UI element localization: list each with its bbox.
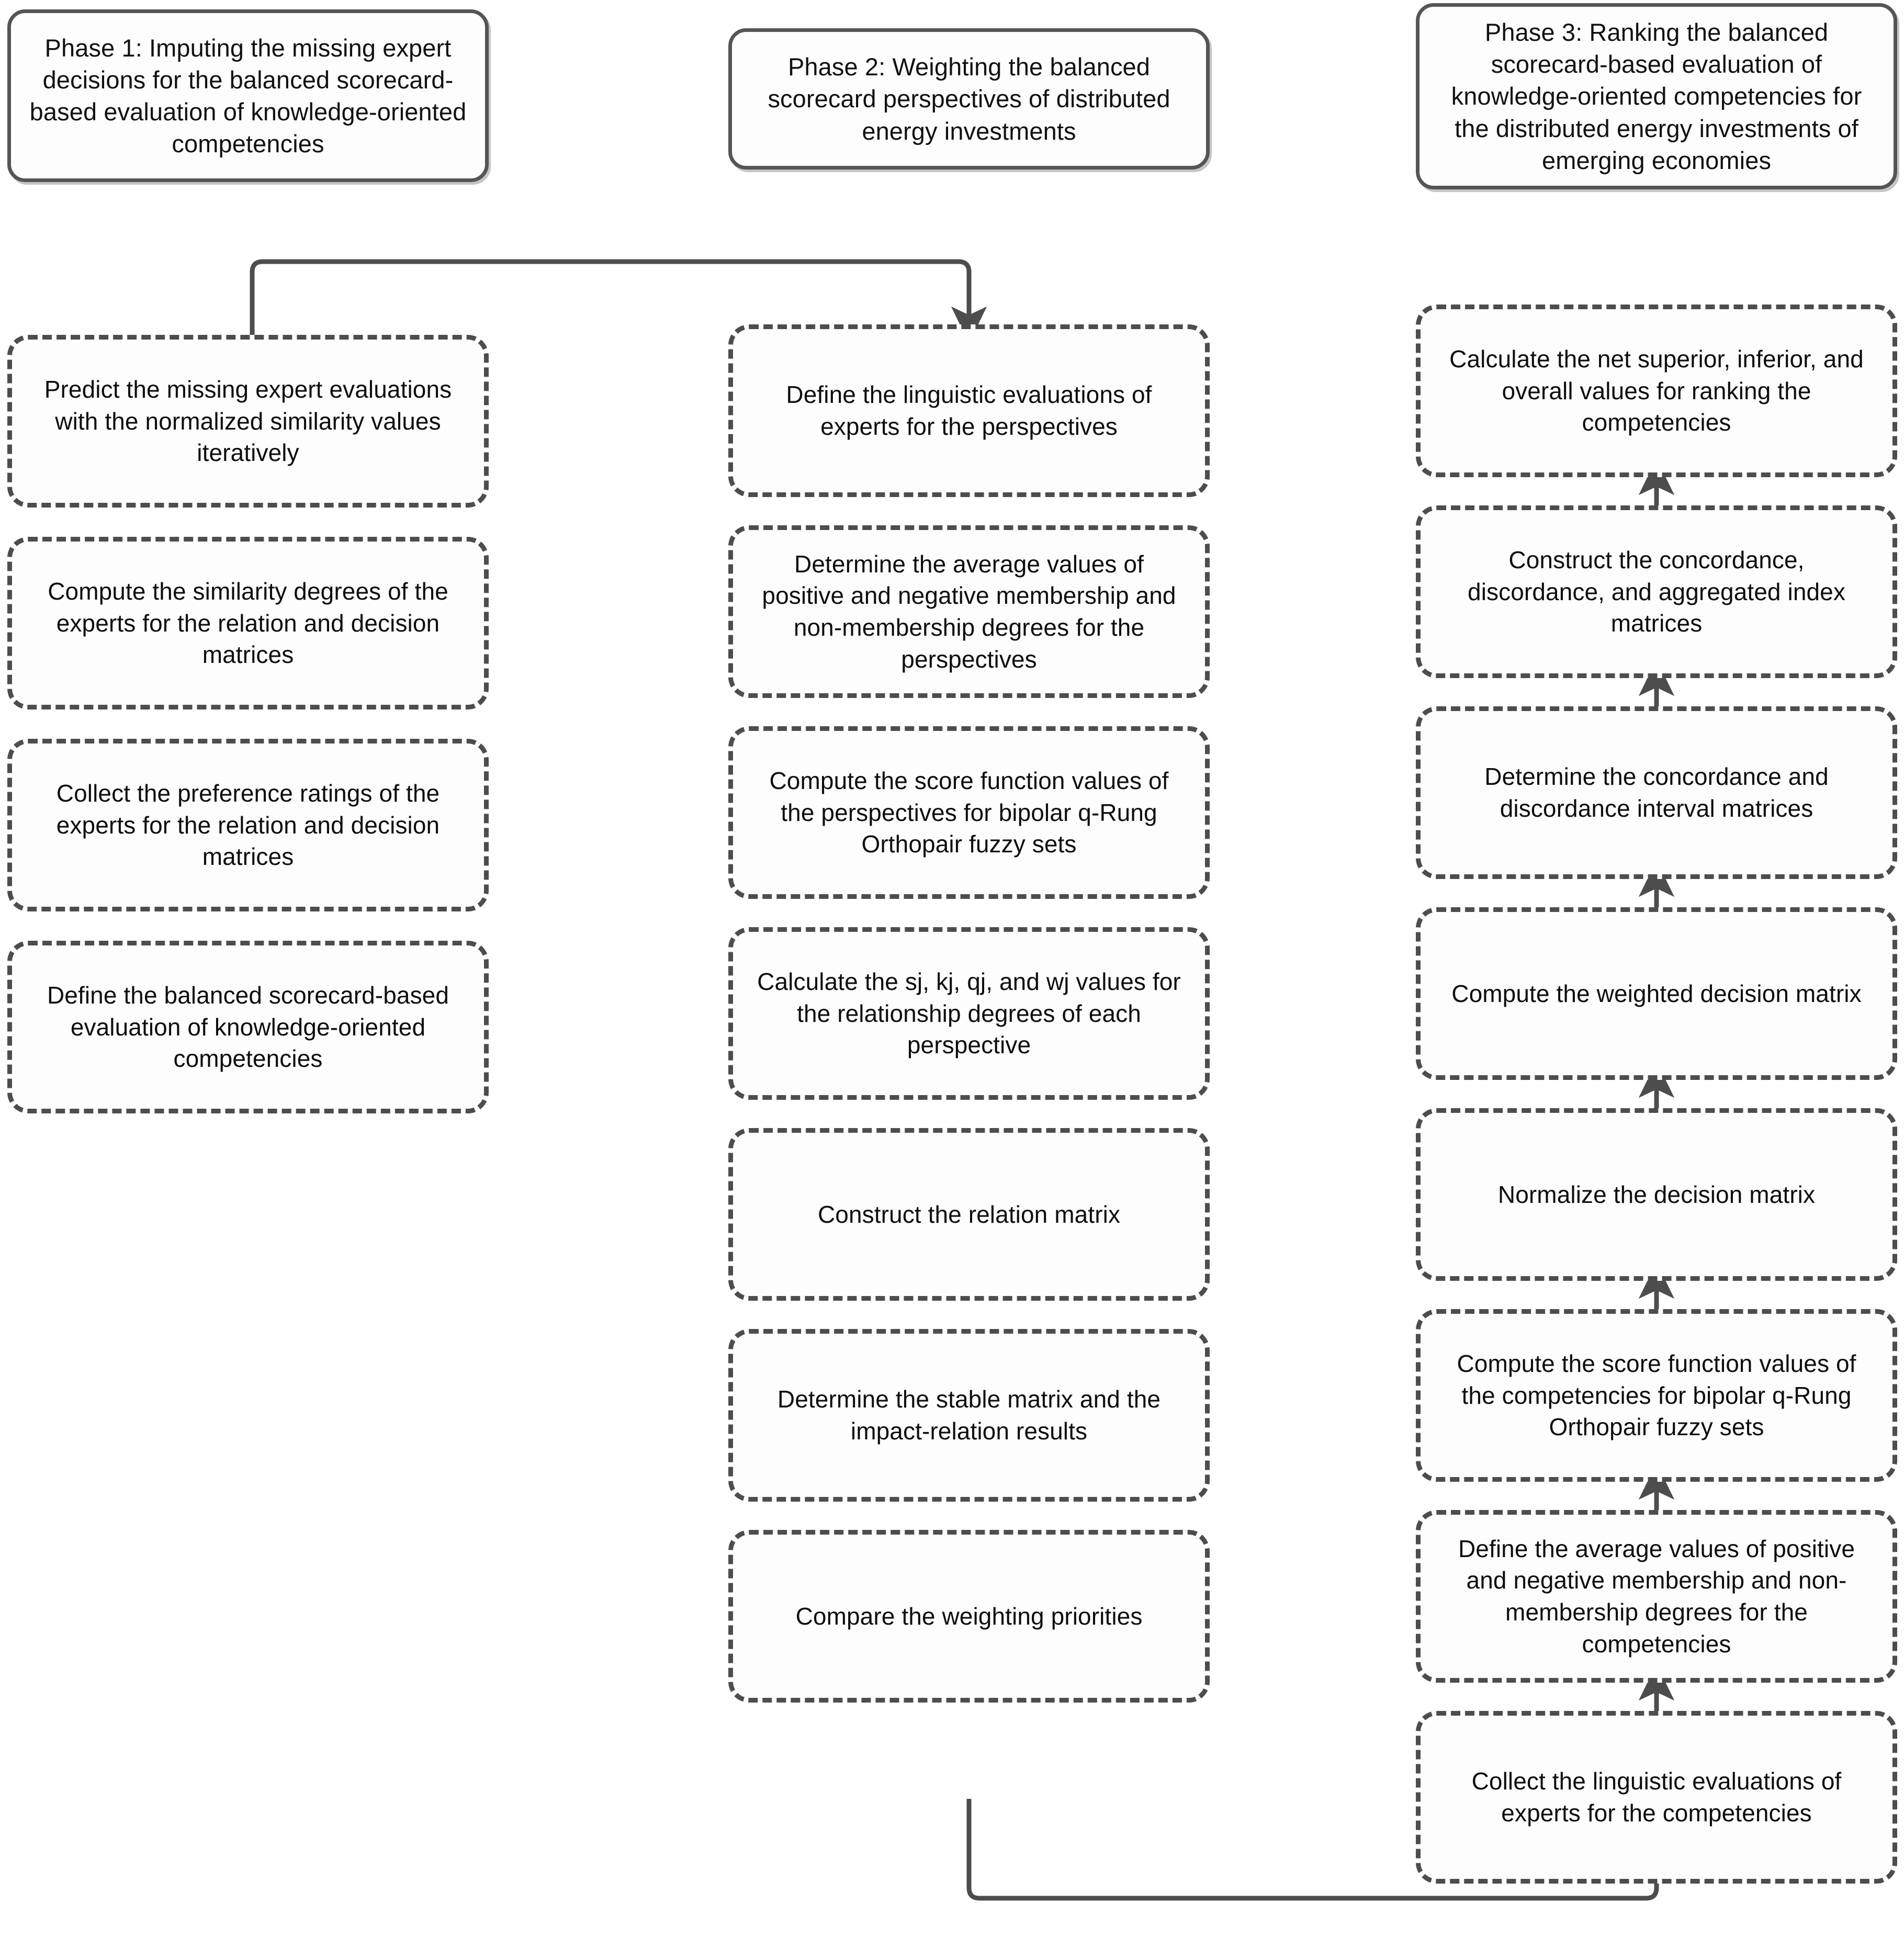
phase-2-step-7-label: Compare the weighting priorities [795, 1602, 1143, 1630]
phase-3-step-3-label: Determine the concordance and discordanc… [1484, 763, 1829, 822]
phase-2-step-4[interactable]: Calculate the sj, kj, qj, and wj values … [728, 927, 1210, 1100]
phase-2-step-4-label: Calculate the sj, kj, qj, and wj values … [757, 967, 1181, 1059]
phase-2-header-text: Phase 2: Weighting the balanced scorecar… [768, 53, 1170, 145]
phase-2-step-2-label: Determine the average values of positive… [762, 550, 1176, 673]
phase-3-step-6-label: Compute the score function values of the… [1457, 1349, 1856, 1441]
phase-2-step-3-label: Compute the score function values of the… [769, 767, 1169, 858]
phase-1-step-2-label: Compute the similarity degrees of the ex… [48, 577, 448, 669]
phase-2-step-1-label: Define the linguistic evaluations of exp… [786, 381, 1152, 440]
phase-1-step-3[interactable]: Collect the preference ratings of the ex… [7, 739, 489, 911]
phase-1-header-box: Phase 1: Imputing the missing expert dec… [7, 9, 489, 182]
phase-1-step-4[interactable]: Define the balanced scorecard-based eval… [7, 941, 489, 1113]
phase-2-header-box: Phase 2: Weighting the balanced scorecar… [728, 28, 1210, 170]
phase-2-step-3[interactable]: Compute the score function values of the… [728, 726, 1210, 899]
edge-phase1-to-phase2 [250, 259, 987, 344]
phase-3-step-5[interactable]: Normalize the decision matrix [1416, 1108, 1897, 1281]
phase-2-step-6[interactable]: Determine the stable matrix and the impa… [728, 1329, 1210, 1502]
phase-1-step-2[interactable]: Compute the similarity degrees of the ex… [7, 537, 489, 709]
phase-3-step-4-label: Compute the weighted decision matrix [1451, 979, 1862, 1007]
phase-3-header-box: Phase 3: Ranking the balanced scorecard-… [1416, 3, 1897, 189]
phase-3-step-6[interactable]: Compute the score function values of the… [1416, 1309, 1897, 1482]
phase-3-step-1-label: Calculate the net superior, inferior, an… [1449, 345, 1864, 436]
phase-3-step-1[interactable]: Calculate the net superior, inferior, an… [1416, 305, 1897, 477]
phase-3-step-8[interactable]: Collect the linguistic evaluations of ex… [1416, 1711, 1897, 1884]
phase-2-step-6-label: Determine the stable matrix and the impa… [777, 1385, 1161, 1445]
phase-2-step-2[interactable]: Determine the average values of positive… [728, 525, 1210, 698]
phase-2-step-5-label: Construct the relation matrix [817, 1200, 1121, 1228]
phase-1-step-4-label: Define the balanced scorecard-based eval… [47, 981, 449, 1073]
phase-2-step-1[interactable]: Define the linguistic evaluations of exp… [728, 324, 1210, 497]
phase-3-step-2-label: Construct the concordance, discordance, … [1468, 546, 1845, 637]
phase-3-step-7[interactable]: Define the average values of positive an… [1416, 1510, 1897, 1683]
phase-3-step-7-label: Define the average values of positive an… [1458, 1535, 1855, 1658]
phase-1-step-3-label: Collect the preference ratings of the ex… [56, 779, 440, 871]
phase-2-step-5[interactable]: Construct the relation matrix [728, 1128, 1210, 1301]
phase-3-step-4[interactable]: Compute the weighted decision matrix [1416, 907, 1897, 1080]
phase-3-step-3[interactable]: Determine the concordance and discordanc… [1416, 706, 1897, 879]
phase-1-header-text: Phase 1: Imputing the missing expert dec… [29, 33, 467, 158]
phase-3-header-text: Phase 3: Ranking the balanced scorecard-… [1451, 18, 1862, 174]
phase-3-step-8-label: Collect the linguistic evaluations of ex… [1471, 1767, 1842, 1827]
phase-2-step-7[interactable]: Compare the weighting priorities [728, 1530, 1210, 1703]
phase-3-step-2[interactable]: Construct the concordance, discordance, … [1416, 505, 1897, 678]
phase-3-step-5-label: Normalize the decision matrix [1497, 1180, 1816, 1208]
phase-1-step-1[interactable]: Predict the missing expert evaluations w… [7, 335, 489, 508]
phase-1-step-1-label: Predict the missing expert evaluations w… [44, 375, 452, 467]
